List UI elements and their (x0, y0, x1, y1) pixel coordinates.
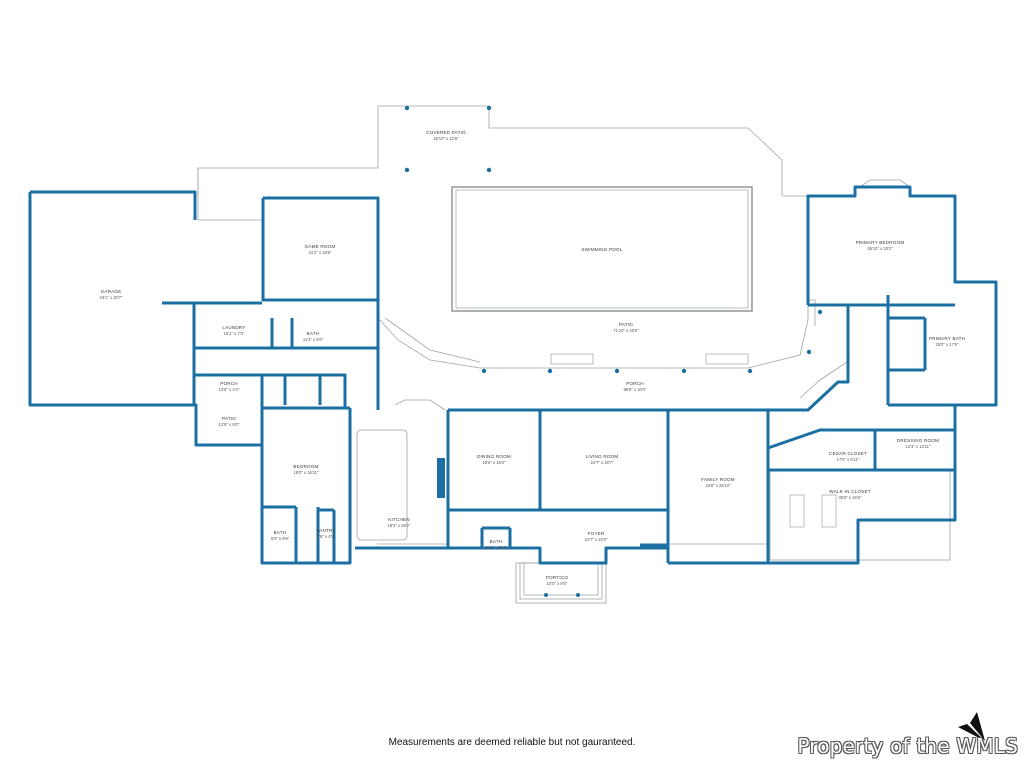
room-label: BATH (490, 539, 503, 544)
room-label: PORCH (220, 381, 238, 386)
room-dims: 26'10" x 20'2" (867, 246, 893, 251)
room-label: FAMILY ROOM (701, 477, 735, 482)
room-dims: 18'0" x 16'11" (294, 470, 319, 475)
room-label: BATH (274, 530, 287, 535)
room-dims: 5'0" x 8'6" (271, 536, 290, 541)
room-label: PANTRY (316, 528, 335, 533)
room-dims: 25'0" x 17'6" (936, 342, 959, 347)
walls (28, 185, 998, 565)
room-label: PATIO (619, 322, 633, 327)
room-labels: COVERED PATIO 16'10" x 12'6" SWIMMING PO… (100, 130, 965, 586)
thin-outlines (197, 105, 951, 604)
room-label: PORCH (626, 381, 644, 386)
room-dims: 4'11" x 6'11" (485, 545, 508, 550)
disclaimer: Measurements are deemed reliable but not… (388, 737, 636, 748)
room-dims: 71'10" x 40'0" (613, 328, 639, 333)
swimming-pool (451, 186, 753, 312)
room-label: PORTICO (546, 575, 568, 580)
room-label: LIVING ROOM (586, 454, 619, 459)
room-label: CEDAR CLOSET (829, 451, 867, 456)
room-label: COVERED PATIO (426, 130, 466, 135)
watermark: Property of the WMLS (797, 734, 1018, 758)
room-label: LAUNDRY (222, 325, 245, 330)
room-dims: 18'8" x 26'10" (705, 483, 731, 488)
room-dims: 24'7" x 10'0" (585, 537, 608, 542)
room-dims: 18'6" x 16'0" (483, 460, 506, 465)
room-dims: 17'5" x 6'11" (837, 457, 860, 462)
room-dims: 15'1" x 7'2" (224, 331, 245, 336)
room-label: PRIMARY BATH (929, 336, 965, 341)
north-arrow-icon (958, 712, 985, 741)
room-dims: 11'4" x 5'6" (303, 337, 324, 342)
room-dims: 16'10" x 12'6" (433, 136, 459, 141)
room-dims: 12'8" x 8'0" (219, 422, 240, 427)
room-dims: 12'3" x 13'11" (906, 444, 931, 449)
room-dims: 18'2" x 26'2" (388, 523, 411, 528)
room-dims: 10'0" x 8'6" (547, 581, 568, 586)
room-label: PATIO (222, 416, 236, 421)
room-label: KITCHEN (388, 517, 410, 522)
room-dims: 98'6" x 10'0" (624, 387, 647, 392)
room-label: GARAGE (101, 289, 122, 294)
patio-posts (404, 105, 823, 597)
room-label: GAME ROOM (305, 244, 336, 249)
room-dims: 12'8" x 4'4" (219, 387, 240, 392)
room-label: BEDROOM (293, 464, 318, 469)
room-dims: 3'5" x 4'5" (317, 534, 336, 539)
room-dims: 24'7" x 18'7" (591, 460, 614, 465)
room-dims: 36'8" x 16'6" (839, 495, 862, 500)
room-label: WALK-IN CLOSET (829, 489, 870, 494)
room-dims: 44'1" x 30'7" (100, 295, 123, 300)
room-label: PRIMARY BEDROOM (856, 240, 905, 245)
room-label: SWIMMING POOL (581, 247, 622, 252)
fireplace (437, 458, 445, 498)
room-label: FOYER (588, 531, 605, 536)
room-label: DRESSING ROOM (897, 438, 939, 443)
patio-furniture (550, 353, 837, 528)
room-dims: 21'2" x 18'6" (309, 250, 332, 255)
room-label: BATH (307, 331, 320, 336)
room-label: DINING ROOM (477, 454, 511, 459)
